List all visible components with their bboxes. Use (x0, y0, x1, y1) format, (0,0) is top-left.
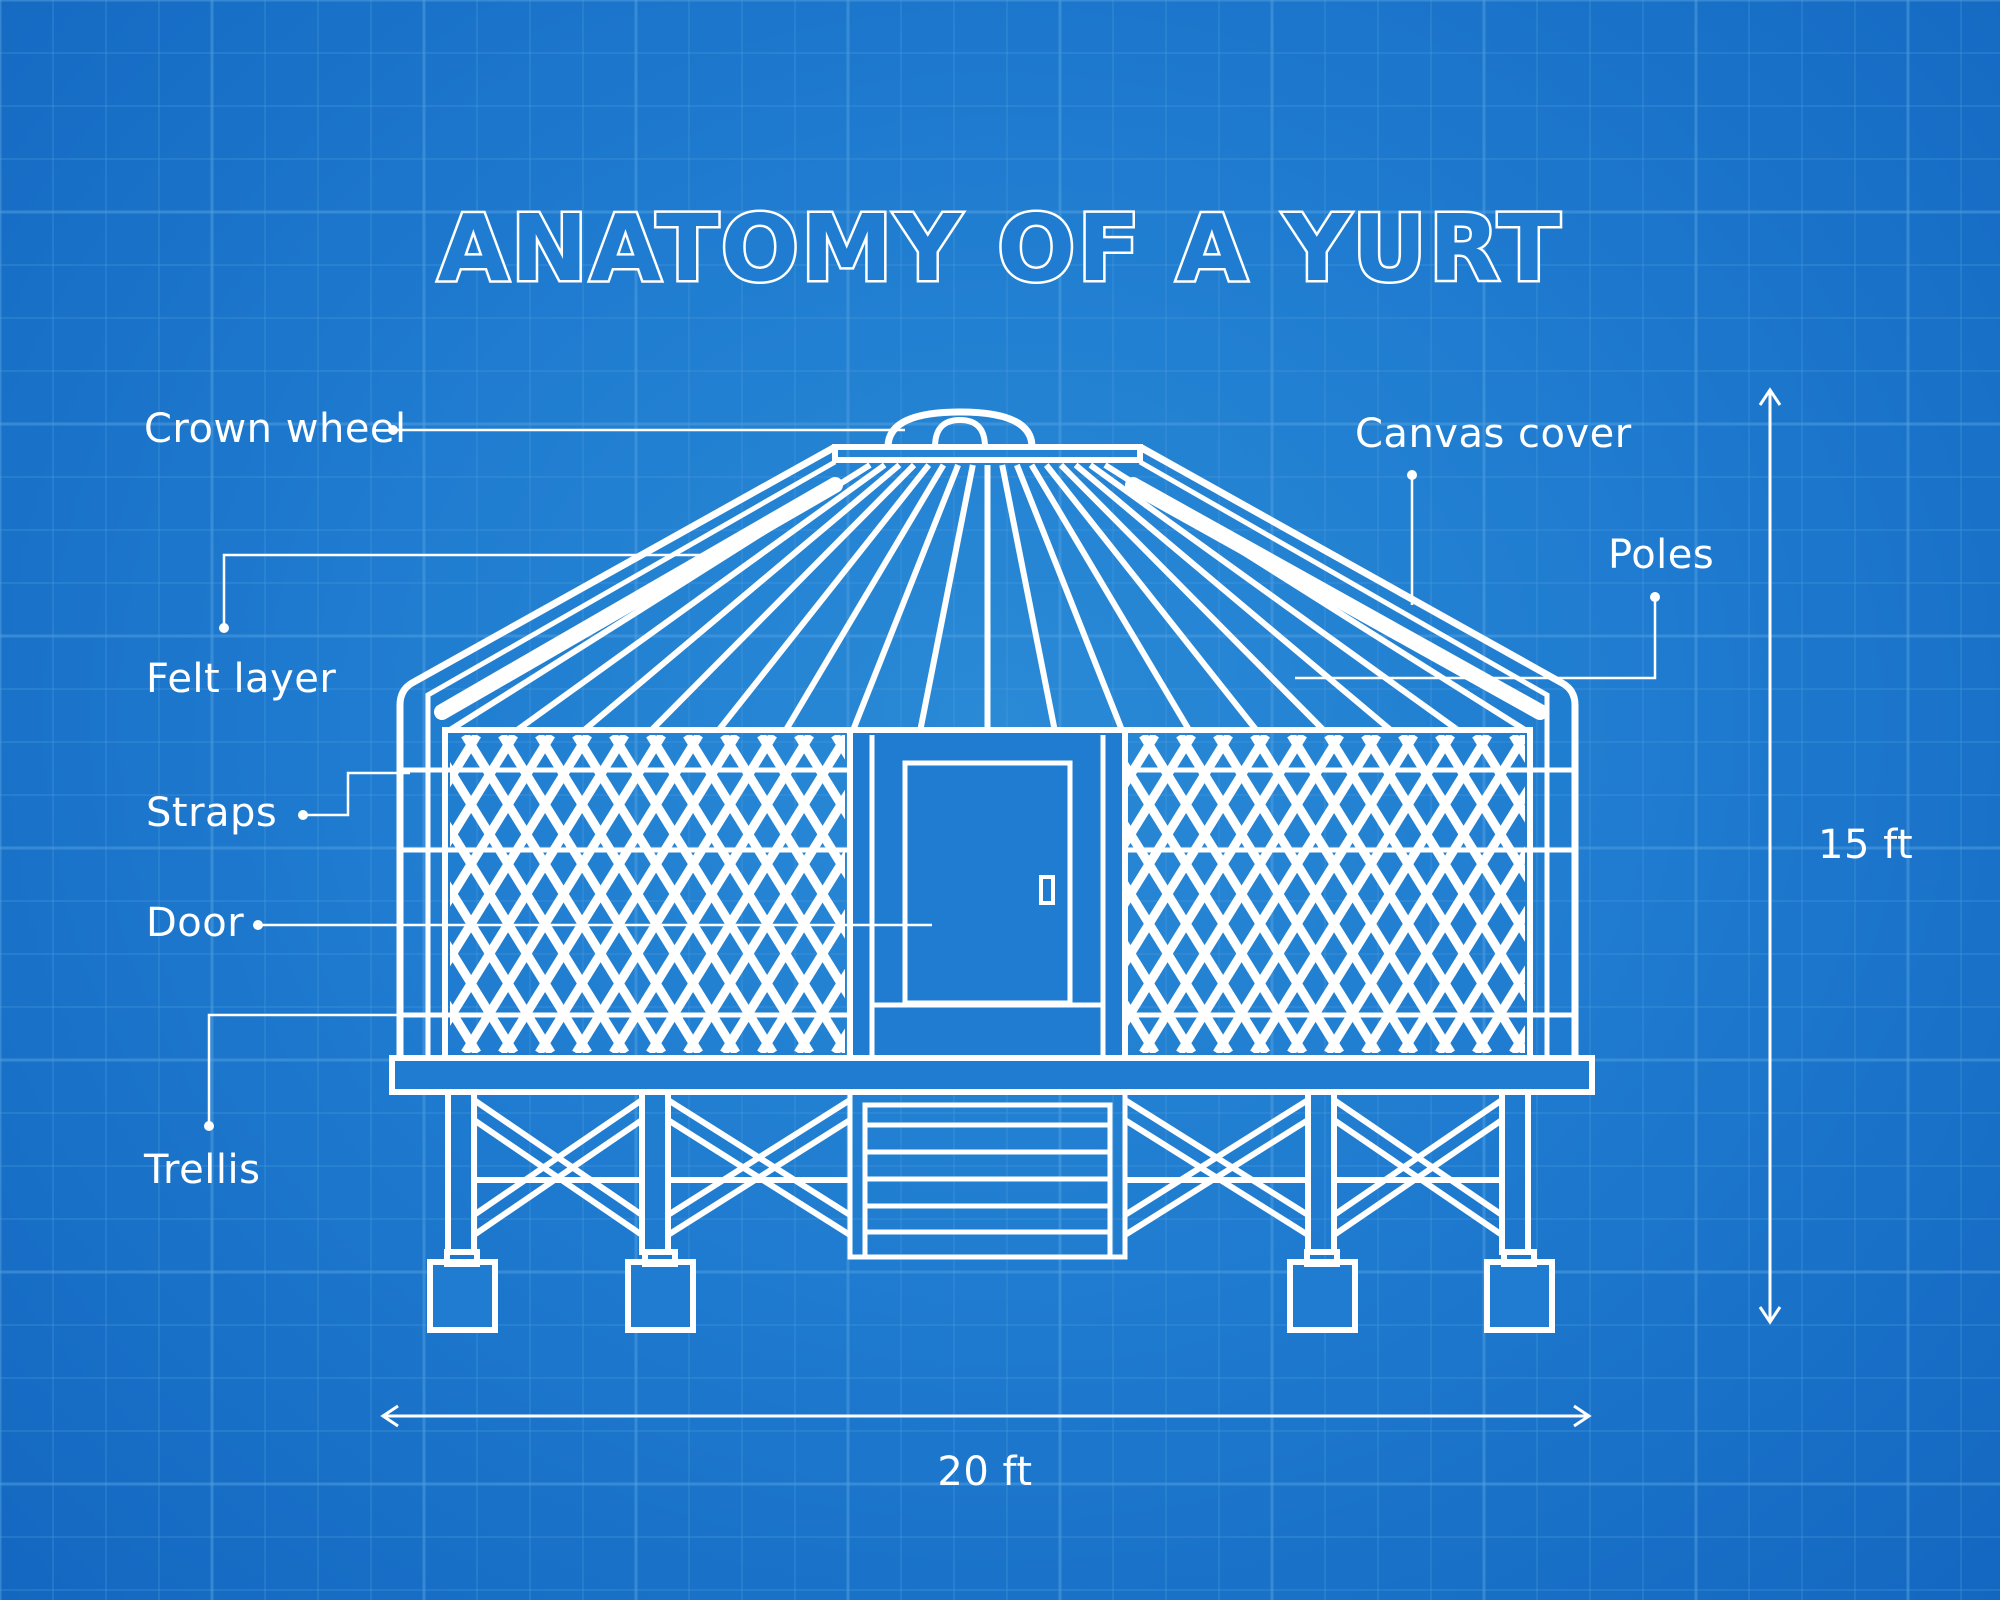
label-felt-layer: Felt layer (146, 656, 336, 702)
support-structure (427, 1089, 1555, 1333)
crown-dome (884, 408, 1036, 448)
label-crown-wheel: Crown wheel (144, 406, 407, 452)
trellis-right (1128, 735, 1525, 1053)
dimension-width (380, 1404, 1592, 1428)
callout-trellis: Trellis (143, 1013, 445, 1193)
yurt-structure (389, 408, 1595, 1333)
trellis-left (450, 735, 845, 1053)
label-width: 20 ft (937, 1449, 1032, 1495)
stairs (847, 1089, 1128, 1260)
callout-straps: Straps (146, 771, 410, 836)
callout-door: Door (146, 900, 932, 946)
callouts: Crown wheel Felt layer Straps Door (143, 406, 1714, 1193)
felt-band-left (434, 477, 843, 720)
diagram-title: ANATOMY OF A YURT (438, 195, 1563, 302)
roof-inner-line (425, 459, 1550, 1058)
roof-cover (396, 443, 1579, 1058)
callout-canvas-cover: Canvas cover (1355, 411, 1632, 605)
crown-ring (832, 444, 1143, 463)
dimension-height (1758, 387, 1782, 1325)
callout-felt-layer: Felt layer (146, 553, 700, 702)
door-handle (1039, 875, 1055, 905)
door-frame (847, 727, 1128, 1061)
roof-poles (448, 462, 1527, 733)
label-door: Door (146, 900, 244, 946)
label-poles: Poles (1608, 532, 1714, 578)
callout-crown-wheel: Crown wheel (144, 406, 905, 452)
door (902, 760, 1073, 1006)
label-canvas-cover: Canvas cover (1355, 411, 1632, 457)
label-height: 15 ft (1818, 822, 1913, 868)
label-trellis: Trellis (143, 1147, 260, 1193)
platform-deck (389, 1055, 1595, 1095)
label-straps: Straps (146, 790, 277, 836)
callout-poles: Poles (1295, 532, 1714, 680)
